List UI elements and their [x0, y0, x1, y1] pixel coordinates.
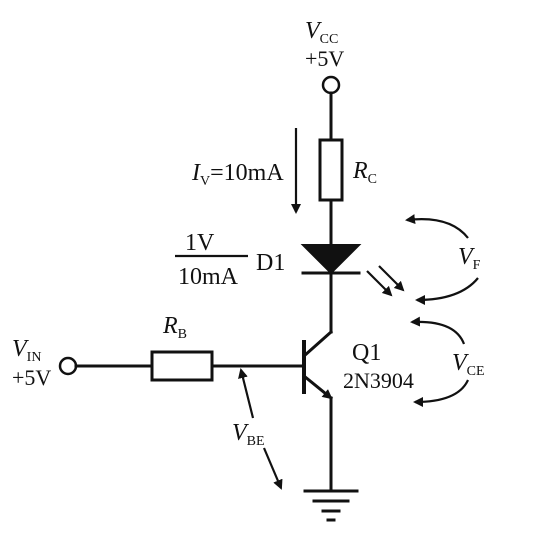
vce-arrow-down	[413, 379, 470, 407]
vf-label: VF	[458, 244, 481, 273]
transistor-label: Q1	[352, 340, 381, 366]
base-resistor	[150, 350, 214, 382]
diode-ratio-numerator: 1V	[185, 230, 215, 256]
vce-arrow-up	[410, 316, 466, 345]
rc-label: RC	[352, 158, 377, 187]
vcc-label: VCC	[305, 18, 338, 47]
vce-label: VCE	[452, 350, 485, 379]
vin-label: VIN	[12, 336, 41, 365]
vbe-arrow-down	[262, 447, 283, 490]
light-arrow	[378, 265, 405, 292]
vf-arrow-up	[405, 214, 469, 239]
transistor-collector	[301, 329, 334, 359]
vbe-arrow-up	[238, 368, 255, 419]
vin-terminal	[58, 356, 78, 376]
vcc-value: +5V	[305, 46, 344, 71]
light-arrow	[366, 270, 393, 297]
collector-resistor	[318, 138, 344, 202]
vcc-terminal	[321, 75, 341, 95]
vf-arrow-down	[415, 277, 479, 305]
transistor-part: 2N3904	[343, 368, 414, 393]
current-label: IV=10mA	[191, 160, 284, 189]
diode-label: D1	[256, 250, 285, 276]
diode-ratio-denominator: 10mA	[178, 264, 239, 290]
rb-label: RB	[162, 313, 187, 342]
transistor-emitter	[301, 373, 334, 401]
vin-value: +5V	[12, 365, 51, 390]
vbe-label: VBE	[232, 420, 265, 449]
led-diode	[300, 244, 362, 275]
